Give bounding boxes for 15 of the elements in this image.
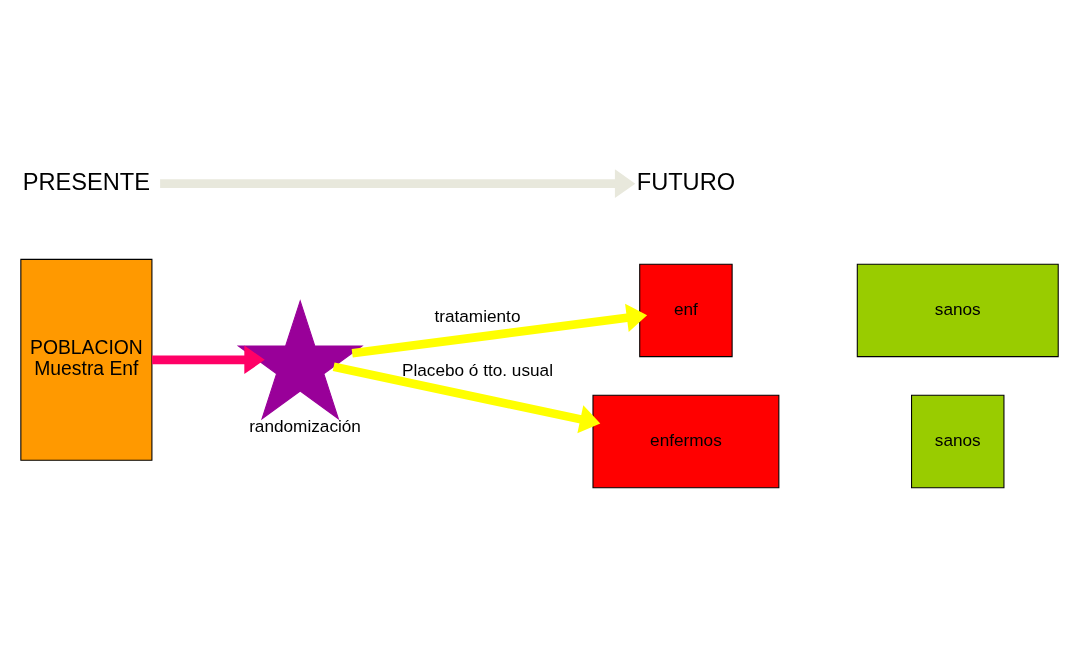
arrow [332,362,601,434]
node-text: FUTURO [636,168,736,195]
arrow [351,303,648,358]
node-label: randomización [249,416,361,437]
edge-label: tratamiento [434,306,521,327]
edge-label: Placebo ó tto. usual [401,359,553,380]
node-text: PRESENTE [22,168,151,195]
node-box: sanos [856,263,1059,358]
node-star [236,299,364,421]
arrow [152,345,265,375]
node-box: sanos [911,394,1005,489]
arrow [160,169,636,198]
node-box: POBLACION Muestra Enf [20,258,153,461]
node-box: enfermos [592,394,780,489]
node-box: enf [639,263,733,358]
